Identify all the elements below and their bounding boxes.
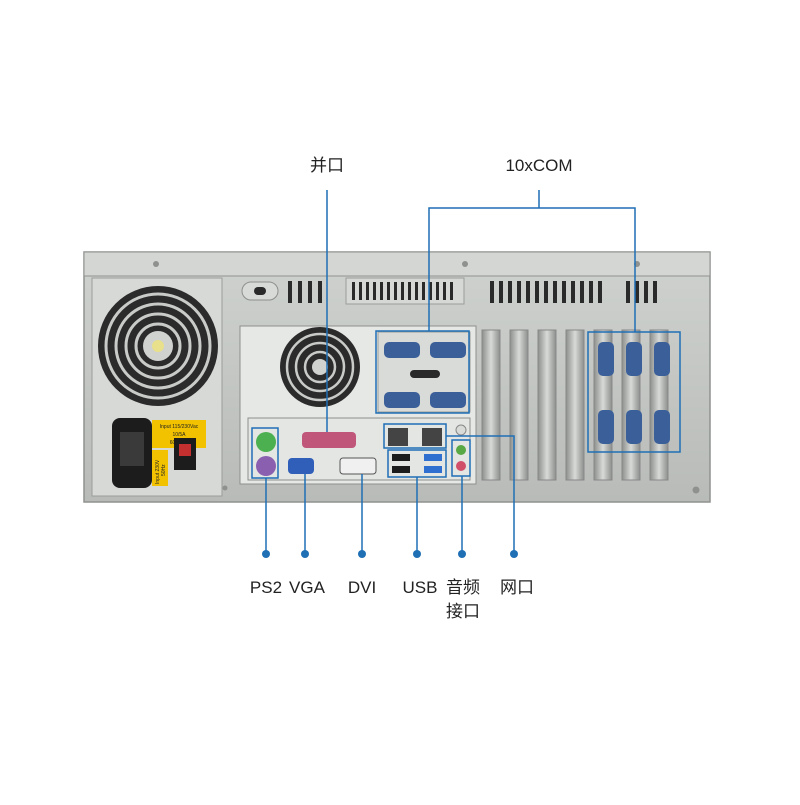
psu-fan-grille bbox=[104, 292, 212, 400]
lan-leader bbox=[446, 435, 515, 552]
callout-vga: VGA bbox=[289, 578, 325, 597]
com-port-group-upper bbox=[384, 342, 466, 408]
com-leader bbox=[428, 190, 636, 332]
chassis-top-edge bbox=[83, 251, 711, 277]
com-ports-right bbox=[598, 342, 670, 444]
audio-box bbox=[451, 439, 471, 477]
callout-lan: 网口 bbox=[500, 578, 534, 597]
usb-port-3 bbox=[424, 454, 442, 461]
usb-port-4 bbox=[424, 466, 442, 473]
power-inlet-socket bbox=[120, 432, 144, 466]
callout-audio-line2: 接口 bbox=[446, 602, 480, 621]
dvi-port bbox=[339, 457, 377, 475]
psu-label-line2: 10/5A bbox=[172, 432, 186, 438]
top-vent-slots bbox=[288, 281, 322, 303]
callout-parallel: 并口 bbox=[310, 156, 344, 175]
lan-port-2 bbox=[422, 428, 442, 446]
lan-port-1 bbox=[388, 428, 408, 446]
callout-usb: USB bbox=[402, 578, 438, 597]
power-switch-rocker bbox=[179, 444, 191, 456]
psu-fan-center bbox=[152, 340, 164, 352]
callout-audio-line1: 音频 bbox=[446, 578, 480, 597]
leader-lines bbox=[265, 190, 636, 552]
audio-port-green bbox=[456, 445, 466, 455]
usb-port-1 bbox=[392, 454, 410, 461]
audio-port-pink bbox=[456, 461, 466, 471]
ps2-keyboard-port bbox=[256, 456, 276, 476]
ps2-mouse-port bbox=[256, 432, 276, 452]
cpu-fan-grille bbox=[285, 332, 355, 402]
switch-label-line2: 50Hz bbox=[161, 464, 167, 476]
leader-dots bbox=[262, 550, 518, 558]
switch-label-line1: Input 230V bbox=[155, 459, 161, 484]
top-vent-slots-right bbox=[490, 281, 657, 303]
voltage-switch-label bbox=[152, 450, 168, 486]
top-vent-panel-slots bbox=[352, 282, 453, 300]
lock-slot-hole bbox=[254, 287, 266, 295]
audio-port-top bbox=[455, 424, 467, 436]
ps2-box bbox=[251, 427, 279, 479]
com-box-right bbox=[587, 331, 681, 453]
callout-com: 10xCOM bbox=[505, 156, 573, 175]
psu-label-line1: Input 115/230Vac bbox=[160, 424, 199, 430]
usb-port-2 bbox=[392, 466, 410, 473]
com-box-upper bbox=[375, 330, 470, 414]
callout-dvi: DVI bbox=[347, 578, 377, 597]
top-vent-panel bbox=[345, 277, 465, 305]
parallel-port bbox=[302, 432, 356, 448]
vga-port bbox=[288, 458, 314, 474]
callout-audio: 音频 接口 bbox=[446, 576, 480, 624]
cpu-fan-hub bbox=[312, 359, 328, 375]
callout-ps2: PS2 bbox=[249, 578, 283, 597]
